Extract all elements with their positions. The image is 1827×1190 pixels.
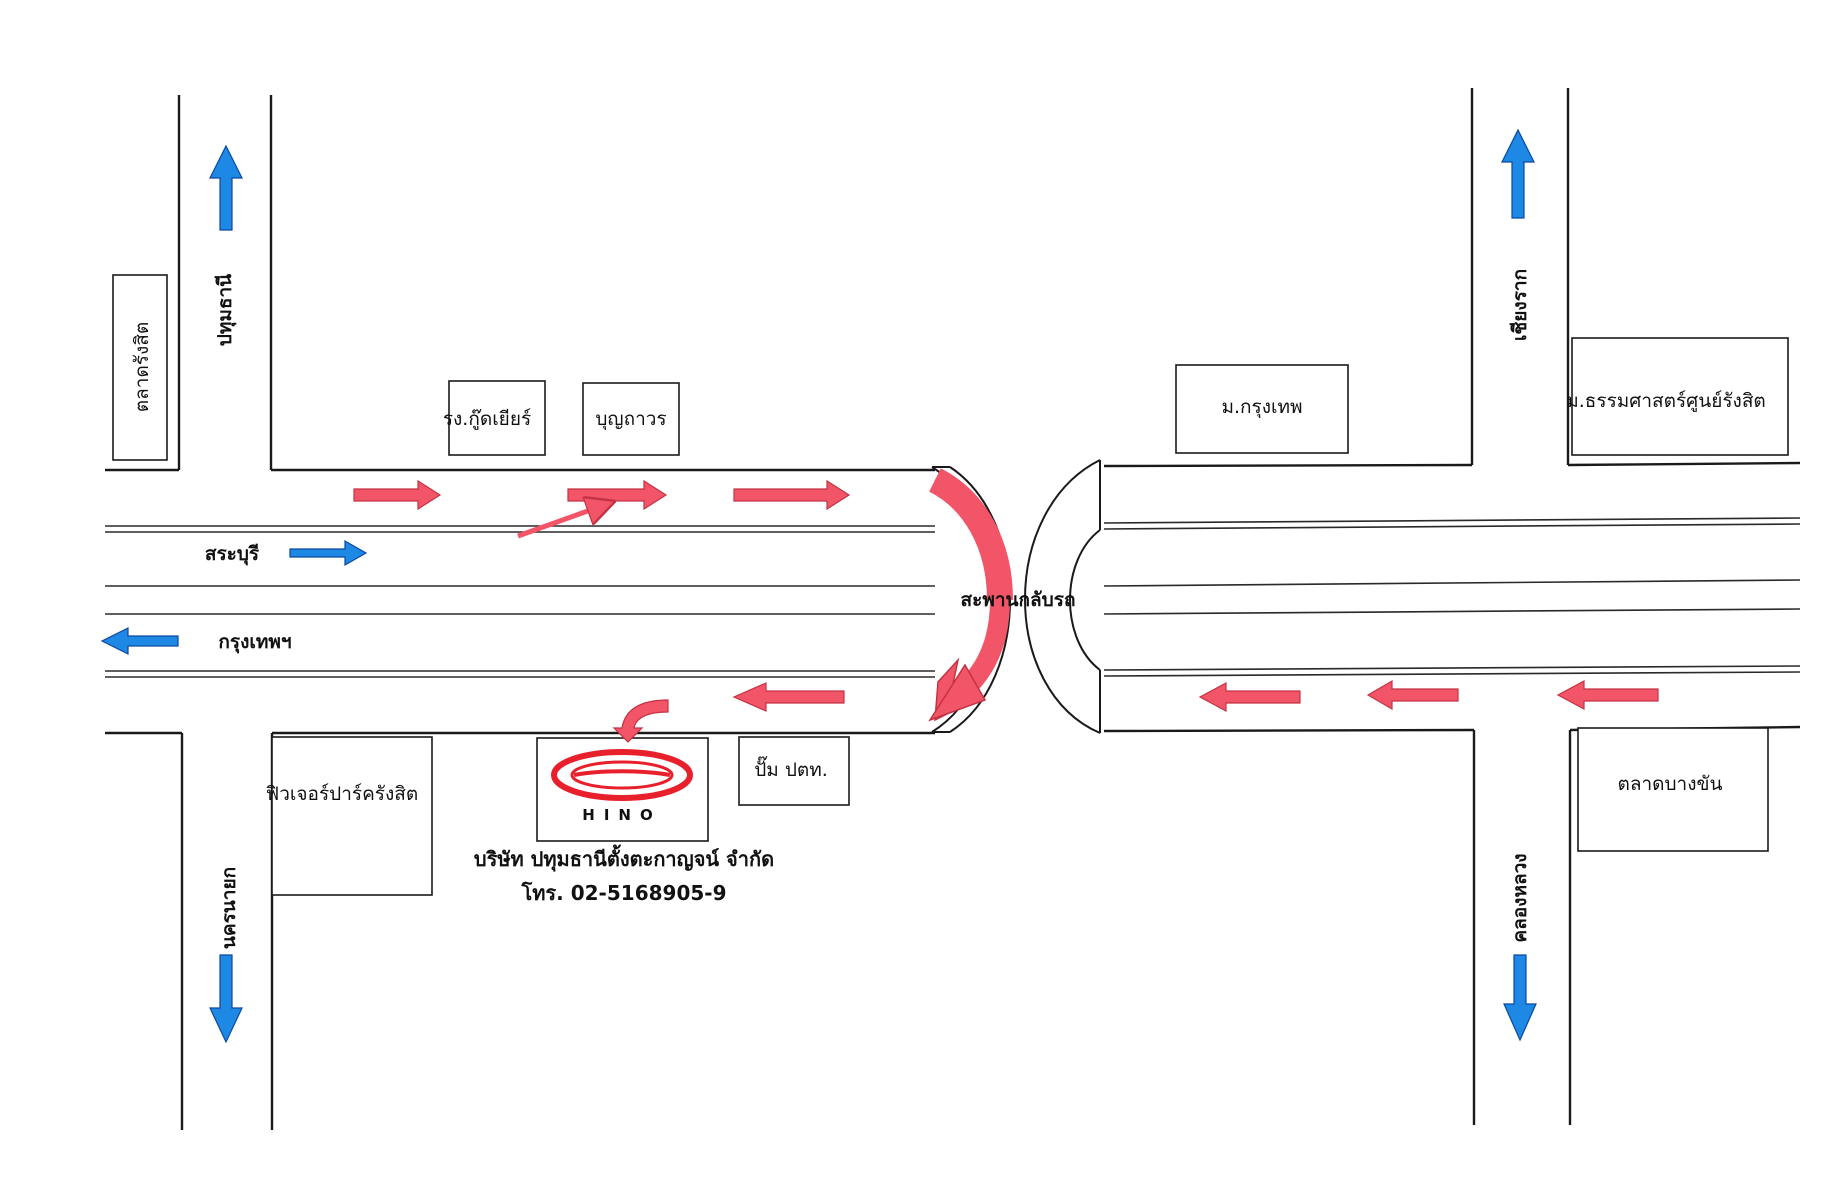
blue-arrow-east [289,539,368,567]
landmark-thammasat: ม.ธรรมศาสตร์ศูนย์รังสิต [1566,337,1789,456]
landmark-thammasat-label: ม.ธรรมศาสตร์ศูนย์รังสิต [1566,390,1766,412]
red-route-arrow [517,503,610,539]
red-route-arrow [1198,681,1301,713]
red-route-arrow [353,479,442,511]
red-route-arrow [732,682,845,712]
red-route-arrow [733,479,851,511]
road-label-south-right: คลองหลวง [1509,853,1531,942]
bridge-label: สะพานกลับรถ [961,589,1076,611]
blue-direction-arrows [100,128,1537,1044]
blue-arrow-north-left [209,144,243,231]
landmark-rs-goodyear: รง.กู๊ดเยียร์ [443,380,546,456]
landmark-talad-bangkhan-label: ตลาดบางขัน [1618,773,1723,795]
landmark-talad-rangsit: ตลาดรังสิต [112,274,168,461]
landmark-boonthavorn: บุญถาวร [582,382,680,456]
blue-arrow-south-right [1503,954,1537,1042]
road-label-west-bound: กรุงเทพฯ [218,631,291,654]
landmark-future-park-label: ฟิวเจอร์ปาร์ครังสิต [266,783,418,805]
landmark-talad-bangkhan: ตลาดบางขัน [1577,727,1769,852]
company-name: บริษัท ปทุมธานีตั้งตะกาญจน์ จำกัด [474,844,774,872]
red-route-arrow [567,479,668,511]
landmark-bangkok-u: ม.กรุงเทพ [1175,364,1349,454]
hino-logo-text: HINO [582,806,661,824]
landmark-boonthavorn-label: บุญถาวร [595,408,666,431]
blue-arrow-south-left [209,954,243,1044]
red-route-arrow [1556,679,1659,711]
landmark-rs-goodyear-label: รง.กู๊ดเยียร์ [443,408,531,430]
blue-arrow-west [100,627,179,655]
road-outlines [105,88,1801,1130]
landmark-ptt-pump: ปั๊ม ปตท. [738,736,850,806]
landmark-bangkok-u-label: ม.กรุงเทพ [1221,396,1302,419]
company-phone: โทร. 02-5168905-9 [521,881,727,905]
hino-dealer: HINO บริษัท ปทุมธานีตั้งตะกาญจน์ จำกัด โ… [474,737,774,905]
red-route-arrow [1366,679,1459,711]
red-route-arrows [353,479,1659,743]
road-label-north-right: เชียงราก [1509,269,1531,341]
lane-lines [105,470,1801,678]
blue-arrow-north-right [1501,128,1535,219]
u-turn-bridge: สะพานกลับรถ [928,459,1101,734]
landmark-ptt-pump-label: ปั๊ม ปตท. [754,756,828,781]
landmark-future-park: ฟิวเจอร์ปาร์ครังสิต [266,736,433,896]
landmark-talad-rangsit-label: ตลาดรังสิต [131,322,153,412]
hino-logo: HINO [551,749,693,824]
road-label-east-bound: สระบุรี [205,543,260,566]
red-turn-arrow [612,699,669,743]
road-label-north-left: ปทุมธานี [214,274,237,346]
road-label-south-left: นครนายก [218,867,240,949]
